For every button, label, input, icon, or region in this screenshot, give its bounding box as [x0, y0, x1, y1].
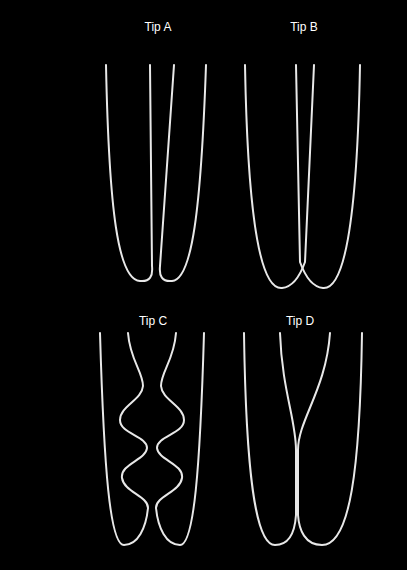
- tip-label: Tip A: [145, 20, 172, 34]
- tip-a-left-curve: [106, 65, 152, 281]
- tip-a-right-curve: [160, 65, 206, 281]
- tip-d-right-curve: [298, 333, 362, 545]
- tip-b-right-curve: [296, 65, 360, 288]
- tip-c-left-curve: [100, 333, 148, 545]
- tip-label: Tip D: [286, 314, 314, 328]
- tip-b-left-curve: [245, 65, 314, 288]
- tip-c-right-curve: [156, 333, 204, 545]
- tip-label: Tip B: [290, 20, 318, 34]
- tip-label: Tip C: [139, 314, 167, 328]
- tip-d-left-curve: [244, 333, 296, 545]
